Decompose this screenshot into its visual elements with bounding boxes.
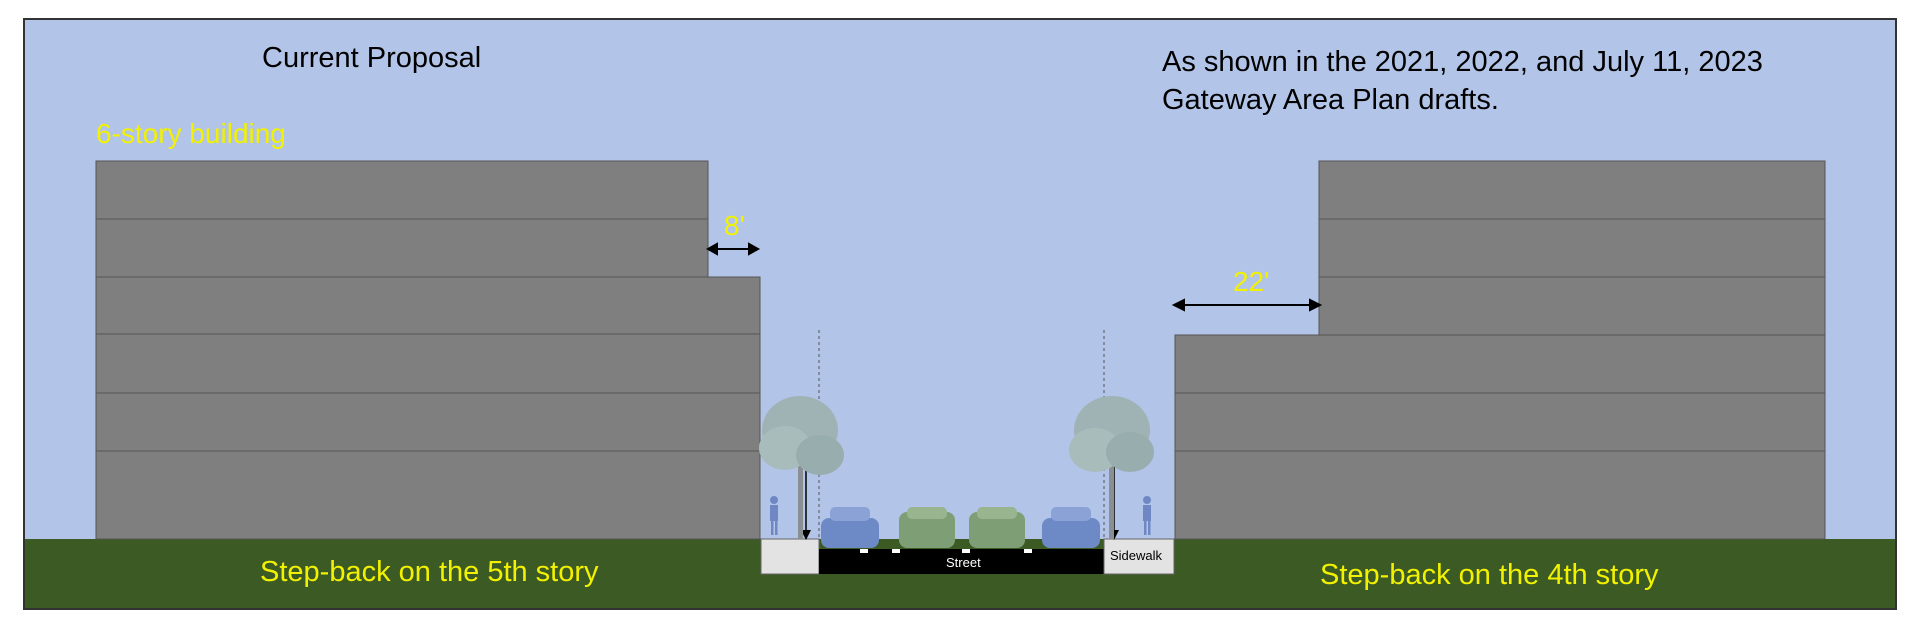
- pedestrian-left: [770, 496, 778, 535]
- frame: [23, 18, 1897, 610]
- left-title: Current Proposal: [262, 42, 482, 74]
- car-blue-right: [1042, 507, 1100, 548]
- right-footer: Step-back on the 4th story: [1320, 559, 1659, 591]
- tree-right: [1069, 396, 1154, 539]
- right-setback-arrow: [1171, 298, 1323, 312]
- left-footer: Step-back on the 5th story: [260, 556, 599, 588]
- pedestrian-right: [1143, 496, 1151, 535]
- left-setback-label: 8': [724, 210, 745, 241]
- car-blue-left: [821, 507, 879, 548]
- sidewalk-label: Sidewalk: [1110, 548, 1163, 563]
- left-building-label: 6-story building: [96, 118, 286, 149]
- left-building: [95, 160, 761, 540]
- car-green-2: [969, 507, 1025, 548]
- tree-left: [759, 396, 844, 539]
- right-setback-label: 22': [1233, 266, 1270, 297]
- right-note-line2: Gateway Area Plan drafts.: [1162, 84, 1499, 116]
- street-label: Street: [946, 555, 981, 570]
- car-green-1: [899, 507, 955, 548]
- left-setback-arrow: [705, 242, 761, 256]
- right-building: [1174, 160, 1826, 540]
- right-note-line1: As shown in the 2021, 2022, and July 11,…: [1162, 46, 1763, 78]
